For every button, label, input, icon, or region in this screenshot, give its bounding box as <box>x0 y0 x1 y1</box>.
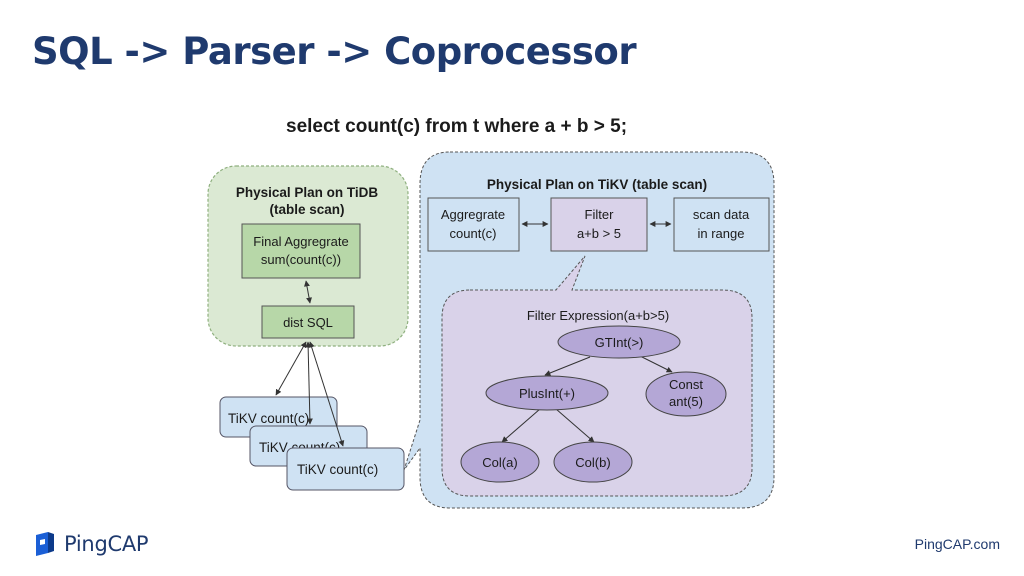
aggregate-line1: Aggregrate <box>441 207 505 222</box>
const-node <box>645 371 727 417</box>
scan-data-box <box>673 197 770 252</box>
final-aggregate-line2: sum(count(c)) <box>261 252 341 267</box>
scan-data-line2: in range <box>698 226 745 241</box>
dist-sql-tikv-3-arrow <box>308 341 345 447</box>
plusint-col-a-edge <box>501 408 541 443</box>
plusint-label: PlusInt(+) <box>519 386 575 401</box>
tidb-panel-title-2: (table scan) <box>269 202 344 217</box>
col-a-label: Col(a) <box>482 455 517 470</box>
col-b-node <box>553 441 633 483</box>
filter-line2: a+b > 5 <box>577 226 621 241</box>
slide-title: SQL -> Parser -> Coprocessor <box>32 30 637 73</box>
tikv-node-1-label: TiKV count(c) <box>228 411 309 426</box>
sql-query: select count(c) from t where a + b > 5; <box>286 116 628 137</box>
plusint-col-b-edge <box>555 408 595 443</box>
tidb-panel-title-1: Physical Plan on TiDB <box>236 185 379 200</box>
dist-sql-label: dist SQL <box>283 315 333 330</box>
gtint-node <box>557 325 681 359</box>
dist-sql-tikv-1-arrow <box>275 341 307 396</box>
plusint-node <box>485 375 609 411</box>
aggregate-line2: count(c) <box>450 226 497 241</box>
const-label-line1: Const <box>669 377 703 392</box>
tikv-node-3-label: TiKV count(c) <box>297 462 378 477</box>
footer-url: PingCAP.com <box>914 536 1000 552</box>
aggregate-box <box>427 197 520 252</box>
final-agg-dist-sql-arrow <box>304 280 312 304</box>
filter-line1: Filter <box>585 207 615 222</box>
final-aggregate-box <box>241 223 361 279</box>
gtint-const-edge <box>639 355 673 373</box>
col-a-node <box>460 441 540 483</box>
gtint-label: GTInt(>) <box>595 335 644 350</box>
filter-expression-panel <box>441 255 753 497</box>
filter-expression-title: Filter Expression(a+b>5) <box>527 308 669 323</box>
pingcap-logo: PingCAP <box>34 530 149 558</box>
dist-sql-box <box>261 305 355 339</box>
const-label-line2: ant(5) <box>669 394 703 409</box>
gtint-plusint-edge <box>544 356 591 376</box>
final-aggregate-line1: Final Aggregrate <box>253 234 348 249</box>
pingcap-logo-text: PingCAP <box>64 532 149 556</box>
pingcap-logo-icon <box>36 532 54 556</box>
scan-data-line1: scan data <box>693 207 750 222</box>
filter-box <box>550 197 648 252</box>
tikv-panel-title: Physical Plan on TiKV (table scan) <box>487 177 707 192</box>
col-b-label: Col(b) <box>575 455 610 470</box>
